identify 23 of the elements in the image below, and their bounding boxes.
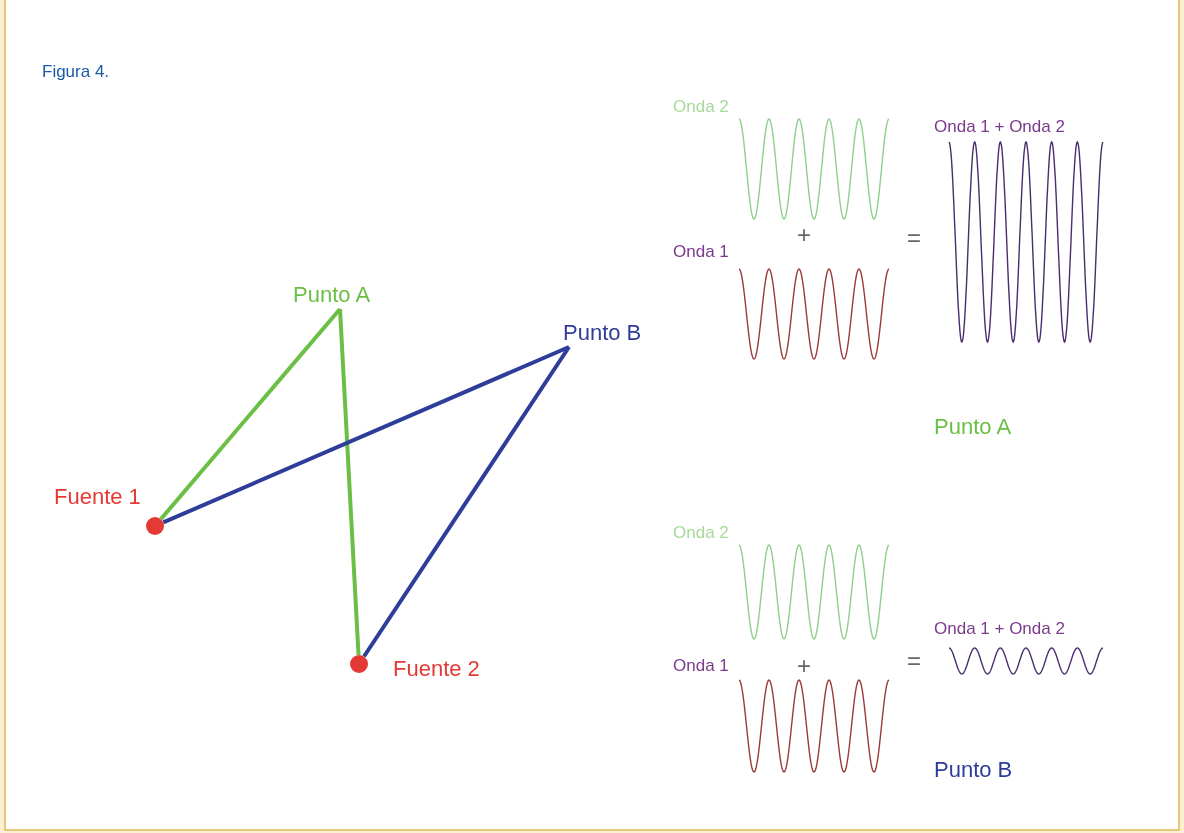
wave-label: Onda 2 — [673, 523, 729, 543]
wave-label: Onda 1 — [673, 656, 729, 676]
connecting-line — [159, 307, 342, 521]
connecting-line — [338, 308, 361, 656]
sum-label: Onda 1 + Onda 2 — [934, 117, 1065, 137]
connecting-line — [362, 345, 571, 658]
connecting-line — [162, 345, 570, 525]
equals-sign: = — [907, 647, 921, 675]
point-label: Punto A — [293, 281, 371, 309]
plus-sign: + — [797, 221, 811, 249]
source-label: Fuente 2 — [393, 656, 480, 682]
source-dot — [350, 655, 368, 673]
point-label: Punto B — [563, 319, 642, 347]
figure-title: Figura 4. — [42, 62, 110, 82]
sum-label: Onda 1 + Onda 2 — [934, 619, 1065, 639]
equals-sign: = — [907, 224, 921, 252]
point-label: Punto B — [934, 757, 1013, 783]
source-label: Fuente 1 — [54, 484, 141, 510]
plus-sign: + — [797, 652, 811, 680]
wave-label: Onda 2 — [673, 97, 729, 117]
point-label: Punto A — [934, 414, 1012, 440]
source-dot — [146, 517, 164, 535]
wave-label: Onda 1 — [673, 242, 729, 262]
